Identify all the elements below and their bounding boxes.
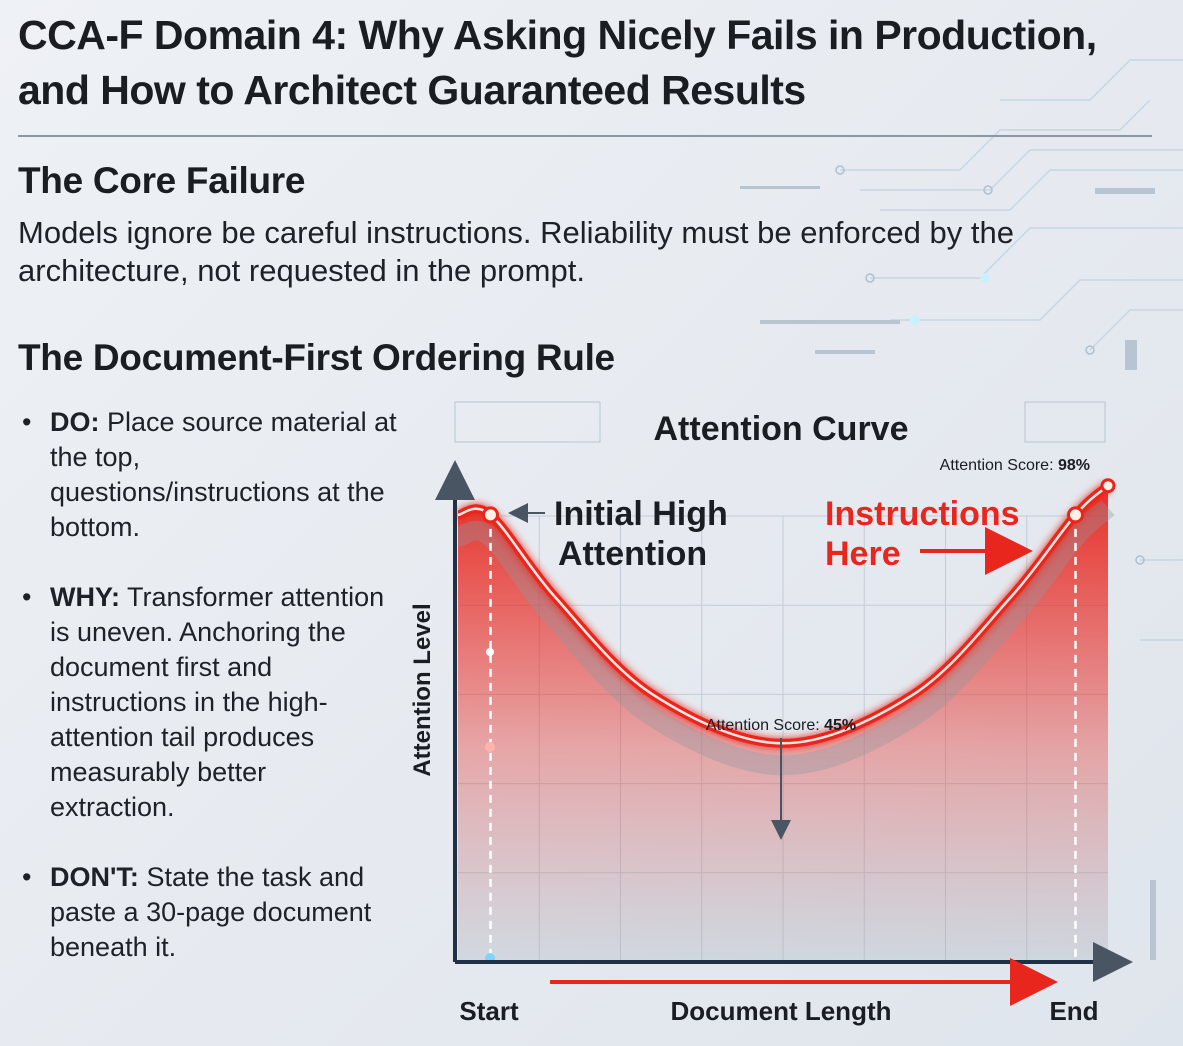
attention-chart-svg: Attention Curve Attention Level Document…: [409, 401, 1133, 1026]
marker-dot: [486, 648, 494, 656]
initial-attention-line1: Initial High: [554, 495, 728, 533]
bullet-label: DO:: [50, 407, 100, 437]
initial-attention-label: Initial High Attention: [554, 495, 728, 573]
peak-score-value: 98%: [1058, 457, 1090, 474]
bullet-do: • DO: Place source material at the top, …: [18, 405, 398, 545]
initial-attention-line2: Attention: [558, 535, 707, 573]
bullet-dont: • DON'T: State the task and paste a 30-p…: [18, 860, 398, 965]
x-tick-end: End: [1049, 996, 1098, 1026]
decorative-box: [454, 401, 601, 443]
bullet-text: State the task and paste a 30-page docum…: [50, 862, 372, 962]
marker-dot: [485, 742, 495, 752]
curve-area-fill: [458, 485, 1108, 962]
peak-point: [1100, 478, 1116, 494]
peak-score-label: Attention Score: 98%: [940, 457, 1090, 474]
min-score-label: Attention Score: 45%: [706, 717, 856, 734]
bullet-text: Place source material at the top, questi…: [50, 407, 397, 542]
instructions-label: Instructions Here: [825, 495, 1020, 573]
instructions-line1: Instructions: [825, 495, 1020, 533]
min-score-text: Attention Score:: [706, 717, 820, 734]
start-point: [482, 506, 499, 524]
bullet-text: Transformer attention is uneven. Anchori…: [50, 582, 385, 822]
ordering-rule-list: • DO: Place source material at the top, …: [18, 405, 398, 1000]
bullet-label: WHY:: [50, 582, 120, 612]
attention-chart: Attention Curve Attention Level Document…: [400, 390, 1183, 1046]
bullet-label: DON'T:: [50, 862, 139, 892]
attention-curve-highlight: [457, 484, 1109, 745]
x-axis-label: Document Length: [671, 996, 892, 1026]
bullet-dot: •: [22, 582, 32, 612]
core-failure-body: Models ignore be careful instructions. R…: [18, 215, 1014, 288]
title-divider: [18, 135, 1152, 137]
bullet-why: • WHY: Transformer attention is uneven. …: [18, 580, 398, 825]
bullet-dot: •: [22, 862, 32, 892]
attention-curve-shadow: [455, 500, 1115, 776]
end-point: [1067, 506, 1084, 524]
y-axis-label: Attention Level: [409, 603, 436, 776]
instructions-line2: Here: [825, 535, 901, 573]
chart-title: Attention Curve: [654, 410, 909, 448]
core-failure-heading: The Core Failure: [18, 160, 306, 201]
x-tick-start: Start: [459, 996, 519, 1026]
min-score-value: 45%: [824, 717, 856, 734]
page-title: CCA-F Domain 4: Why Asking Nicely Fails …: [18, 12, 1097, 113]
decorative-box: [1024, 401, 1106, 443]
peak-score-text: Attention Score:: [940, 457, 1054, 474]
ordering-rule-heading: The Document-First Ordering Rule: [18, 337, 615, 378]
bullet-dot: •: [22, 407, 32, 437]
